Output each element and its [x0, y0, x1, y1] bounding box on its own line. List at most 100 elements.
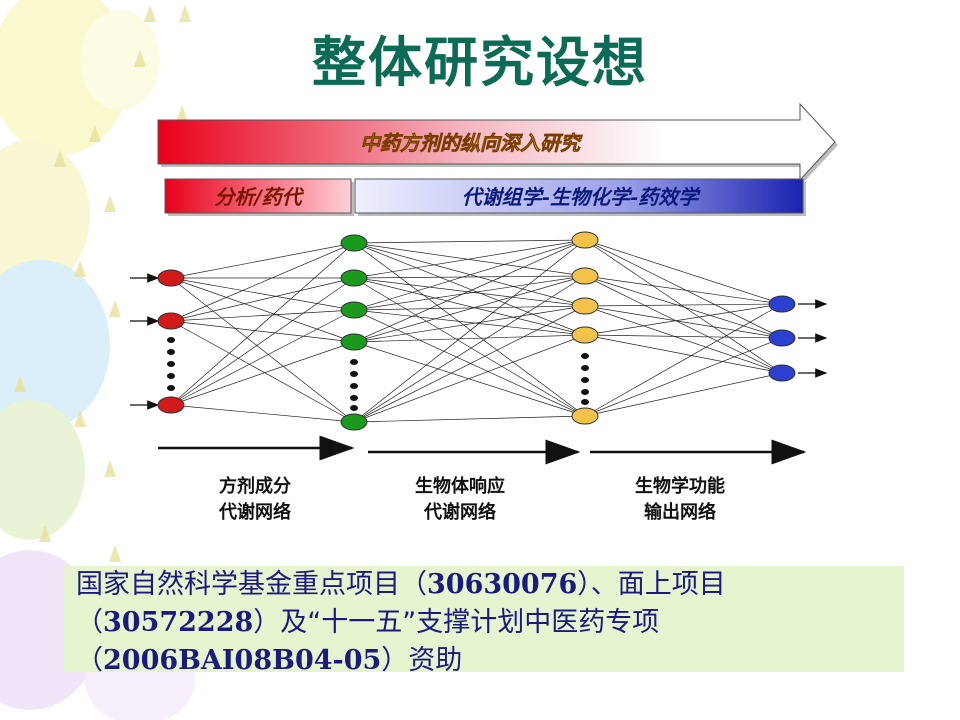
network-edge [170, 242, 355, 279]
stage-1-line2: 代谢网络 [218, 501, 291, 523]
network-node [340, 413, 368, 431]
network-edge [584, 239, 783, 339]
grant-number: 30630076 [427, 569, 578, 600]
ellipsis-dot [350, 359, 358, 365]
network-node [571, 267, 599, 285]
stage-arrows [158, 435, 807, 465]
network-edge [584, 239, 783, 305]
network-node [768, 364, 796, 382]
network-node [340, 301, 368, 319]
network-node [157, 312, 185, 330]
longitudinal-research-arrow: 中药方剂的纵向深入研究 [157, 102, 838, 183]
network-ellipsis-dots [167, 337, 589, 411]
network-edge [170, 341, 355, 406]
network-edge [170, 242, 355, 406]
network-panel [120, 240, 840, 530]
network-edge [353, 275, 586, 343]
ellipsis-dot [581, 399, 589, 405]
method-band: 分析/药代 代谢组学-生物化学-药效学 [164, 178, 806, 216]
network-node [571, 407, 599, 425]
ellipsis-dot [167, 349, 175, 355]
network-edge [170, 242, 355, 322]
network-edge [353, 341, 586, 417]
network-edge [353, 309, 586, 336]
network-node [157, 269, 185, 287]
network-edge [353, 305, 586, 423]
network-edge [584, 275, 783, 374]
funding-note: 国家自然科学基金重点项目（30630076）、面上项目 （30572228）及“… [64, 566, 904, 676]
ellipsis-dot [350, 383, 358, 389]
ellipsis-dot [350, 405, 358, 411]
ellipsis-dot [581, 377, 589, 383]
top-arrow-label: 中药方剂的纵向深入研究 [360, 131, 583, 155]
network-edge [170, 277, 355, 343]
funding-line-3: （2006BAI08B04-05）资助 [76, 642, 892, 680]
page-title: 整体研究设想 [312, 31, 648, 94]
network-edge [584, 303, 783, 307]
band-left-label: 分析/药代 [214, 185, 304, 209]
network-edge [170, 309, 355, 322]
network-edge [170, 404, 355, 423]
network-edge [170, 277, 355, 406]
network-edge [353, 239, 586, 343]
network-edge [584, 305, 783, 374]
network-edge [584, 337, 783, 417]
funding-text: （ [76, 645, 103, 676]
network-edge [353, 277, 586, 417]
network-edge [584, 275, 783, 305]
network-node [571, 297, 599, 315]
ellipsis-dot [350, 371, 358, 377]
stage-3-line2: 输出网络 [644, 501, 716, 523]
network-edge [353, 239, 586, 244]
network-node [157, 396, 185, 414]
network-edge [170, 277, 355, 311]
network-edge [353, 309, 586, 417]
output-arrows [798, 299, 828, 378]
network-edge [584, 303, 783, 417]
network-edge [584, 305, 783, 339]
network-node [768, 329, 796, 347]
grant-number: 30572228 [103, 607, 254, 638]
ellipsis-dot [581, 365, 589, 371]
ellipsis-dot [167, 361, 175, 367]
network-nodes [157, 231, 796, 431]
stage-2-line2: 代谢网络 [423, 501, 496, 523]
network-edge [353, 239, 586, 279]
network-edge [353, 242, 586, 307]
input-arrows [130, 273, 160, 410]
network-edge [353, 275, 586, 423]
network-edge [353, 242, 586, 336]
network-edge [584, 372, 783, 417]
network-node [768, 295, 796, 313]
network-edge [170, 309, 355, 406]
grant-number: 2006BAI08B04-05 [103, 645, 382, 676]
network-edge [170, 277, 355, 423]
network-edge [170, 277, 355, 322]
funding-text: （ [76, 607, 103, 638]
network-node [571, 326, 599, 344]
ellipsis-dot [350, 395, 358, 401]
funding-text: 国家自然科学基金重点项目（ [76, 569, 427, 600]
ellipsis-dot [581, 353, 589, 359]
network-edge [353, 334, 586, 423]
stage-labels: 方剂成分 代谢网络 生物体响应 代谢网络 生物学功能 输出网络 [218, 475, 725, 523]
network-edge [353, 305, 586, 311]
network-edge [353, 275, 586, 311]
network-edge [584, 275, 783, 339]
network-edge [353, 305, 586, 343]
band-right-label: 代谢组学-生物化学-药效学 [462, 185, 702, 209]
ellipsis-dot [581, 389, 589, 395]
research-concept-diagram: 中药方剂的纵向深入研究 分析/药代 代谢组学-生物化学-药效学 方剂成分 代谢网… [120, 102, 840, 530]
funding-text: ）及“十一五”支撑计划中医药专项 [253, 607, 660, 638]
stage-3-line1: 生物学功能 [635, 475, 725, 497]
stage-1-line1: 方剂成分 [219, 475, 291, 497]
network-node [340, 333, 368, 351]
network-node [340, 269, 368, 287]
network-edge [353, 277, 586, 307]
network-edge [584, 334, 783, 374]
network-node [571, 231, 599, 249]
network-edge [584, 334, 783, 339]
network-edge [170, 320, 355, 343]
ellipsis-dot [167, 337, 175, 343]
funding-text: ）、面上项目 [577, 569, 726, 600]
